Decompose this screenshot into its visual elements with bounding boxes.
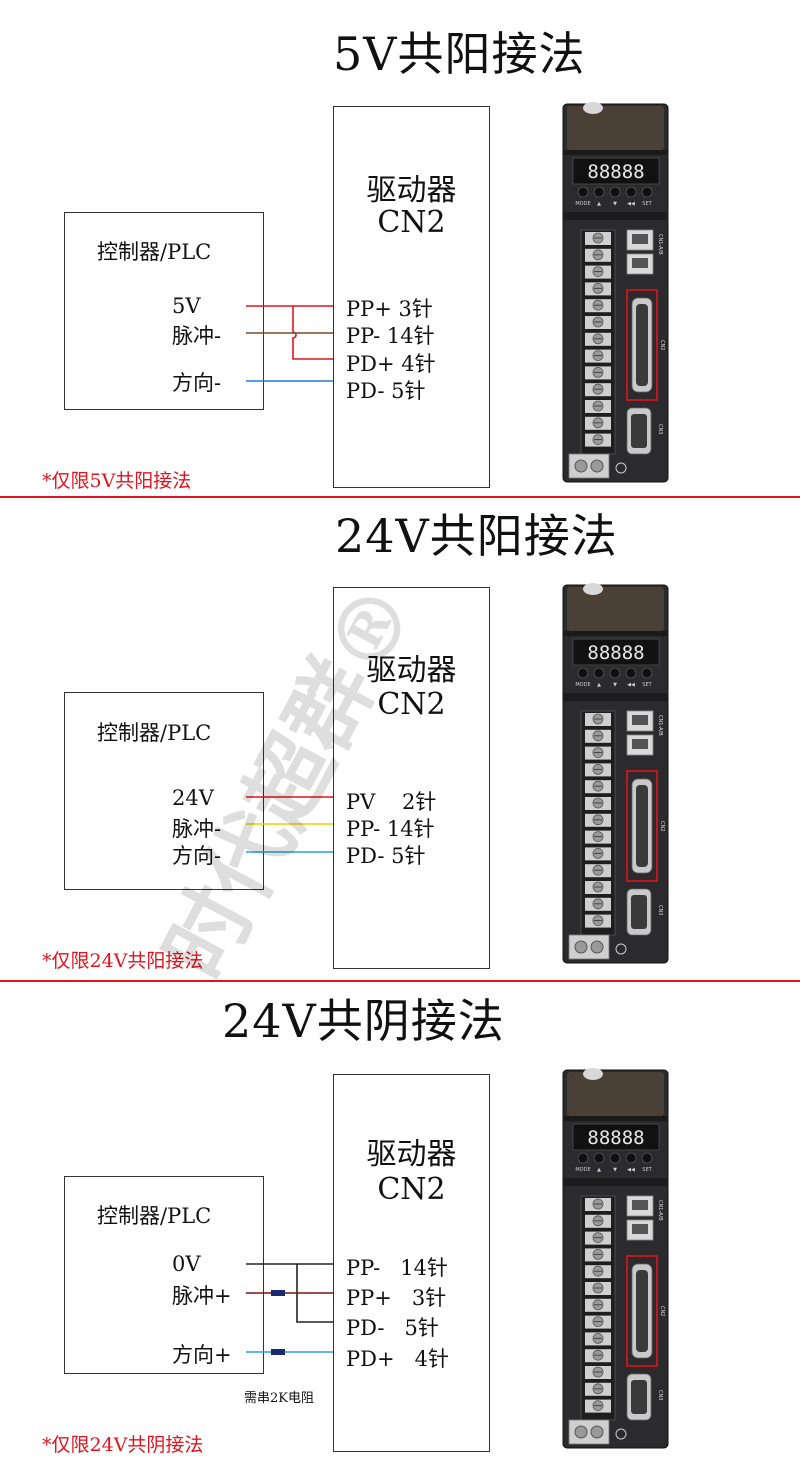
section-2-title: 24V共阳接法 (335, 509, 618, 563)
driver-box-1 (333, 106, 490, 488)
controller-box-2 (64, 692, 264, 890)
controller-label-1: 控制器/PLC (97, 240, 212, 264)
button-label: ▼ (613, 1167, 617, 1173)
button-label: ▼ (613, 201, 617, 207)
section-3-title: 24V共阴接法 (222, 994, 505, 1048)
pin-pp-plus-1: PP+ 3针 (346, 297, 433, 321)
display-digits: 88888 (587, 642, 644, 664)
port-label-cn3: CN3 (657, 1390, 663, 1400)
button-label: ◀◀ (627, 201, 635, 207)
section-1-title: 5V共阳接法 (333, 27, 586, 81)
button-label: SET (642, 1167, 652, 1173)
resistor-dir (271, 1349, 285, 1355)
button-label: MODE (575, 682, 590, 688)
resistor-pulse (271, 1290, 285, 1296)
driver-port-1: CN2 (377, 205, 446, 240)
separator-2 (0, 980, 800, 982)
wire-5v-pd-plus (292, 306, 333, 360)
port-label-cn2: CN2 (659, 1306, 665, 1316)
button-label: MODE (575, 1167, 590, 1173)
button-label: ▲ (597, 201, 601, 207)
pin-pv-2: PV 2针 (346, 790, 437, 814)
button-label: ▲ (597, 682, 601, 688)
port-label-cn2: CN2 (659, 340, 665, 350)
port-label-cn3: CN3 (657, 905, 663, 915)
button-label: ▲ (597, 1167, 601, 1173)
port-label-cn1: CN1-A/B (657, 234, 663, 255)
signal-pulse-plus-3: 脉冲+ (172, 1284, 232, 1308)
signal-5v: 5V (172, 294, 201, 318)
pin-pd-minus-3: PD- 5针 (346, 1316, 439, 1340)
button-label: SET (642, 682, 652, 688)
controller-label-2: 控制器/PLC (97, 721, 212, 745)
display-digits: 88888 (587, 161, 644, 183)
signal-0v: 0V (172, 1252, 201, 1276)
pin-pd-plus-1: PD+ 4针 (346, 352, 436, 376)
driver-label-2: 驱动器 (366, 653, 457, 688)
port-label-cn1: CN1-A/B (657, 1200, 663, 1221)
port-label-cn3: CN3 (657, 424, 663, 434)
button-label: MODE (575, 201, 590, 207)
pin-pp-minus-2: PP- 14针 (346, 817, 435, 841)
pin-pd-minus-2: PD- 5针 (346, 844, 426, 868)
button-label: ◀◀ (627, 682, 635, 688)
resistor-note: 需串2K电阻 (244, 1391, 314, 1406)
separator-1 (0, 496, 800, 498)
pin-pd-minus-1: PD- 5针 (346, 379, 426, 403)
signal-pulse-minus-1: 脉冲- (172, 324, 222, 348)
signal-24v: 24V (172, 786, 214, 810)
cn2-highlight (626, 770, 658, 882)
signal-dir-minus-1: 方向- (172, 371, 222, 395)
port-label-cn1: CN1-A/B (657, 715, 663, 736)
note-2: *仅限24V共阳接法 (42, 950, 204, 972)
driver-label-1: 驱动器 (366, 173, 457, 208)
controller-label-3: 控制器/PLC (97, 1204, 212, 1228)
driver-port-3: CN2 (377, 1172, 446, 1207)
wire-0v-pd-minus (296, 1264, 333, 1323)
signal-pulse-minus-2: 脉冲- (172, 817, 222, 841)
driver-label-3: 驱动器 (366, 1137, 457, 1172)
note-1: *仅限5V共阳接法 (42, 470, 192, 492)
pin-pp-minus-1: PP- 14针 (346, 324, 435, 348)
cn2-highlight (626, 1255, 658, 1367)
display-digits: 88888 (587, 1127, 644, 1149)
driver-box-2 (333, 587, 490, 969)
button-label: SET (642, 201, 652, 207)
driver-port-2: CN2 (377, 687, 446, 722)
driver-box-3 (333, 1074, 490, 1452)
controller-box-3 (64, 1176, 264, 1374)
signal-dir-plus-3: 方向+ (172, 1343, 232, 1367)
pin-pd-plus-3: PD+ 4针 (346, 1347, 449, 1371)
button-label: ▼ (613, 682, 617, 688)
pin-pp-plus-3: PP+ 3针 (346, 1286, 447, 1310)
button-label: ◀◀ (627, 1167, 635, 1173)
cn2-highlight (626, 289, 658, 401)
controller-box-1 (64, 212, 264, 410)
port-label-cn2: CN2 (659, 821, 665, 831)
note-3: *仅限24V共阴接法 (42, 1434, 204, 1456)
signal-dir-minus-2: 方向- (172, 844, 222, 868)
pin-pp-minus-3: PP- 14针 (346, 1256, 448, 1280)
